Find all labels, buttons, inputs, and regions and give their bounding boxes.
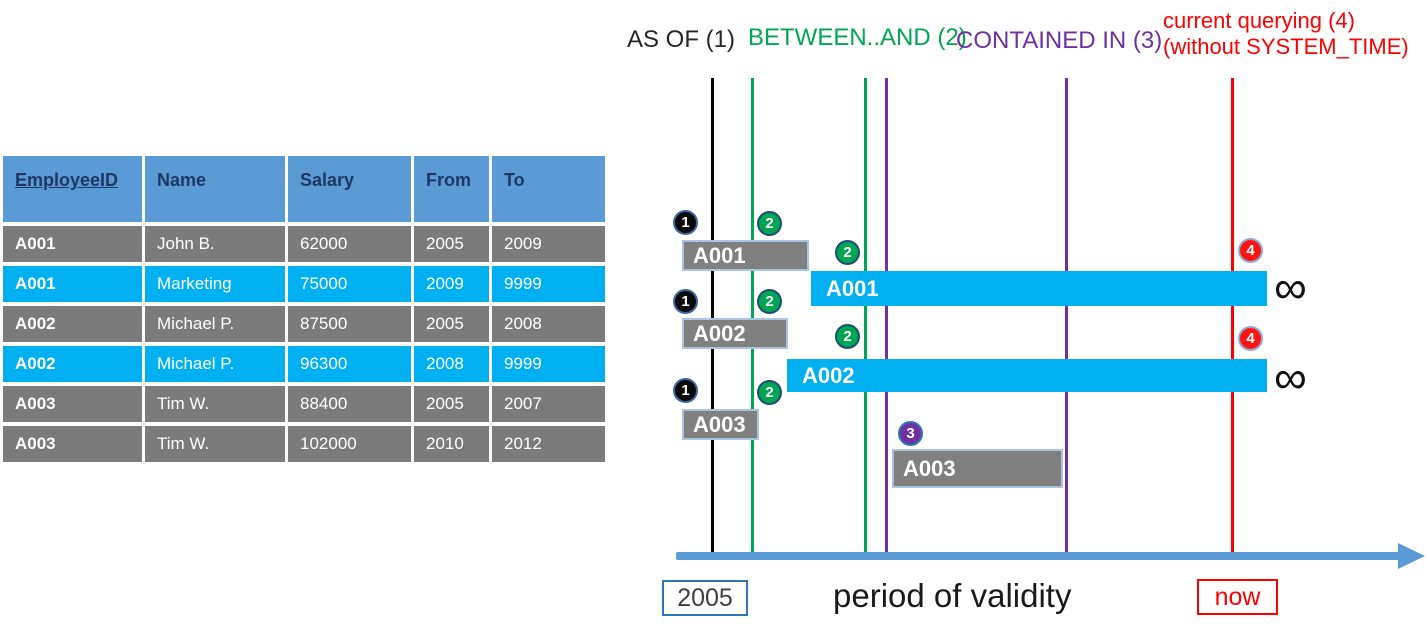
cell-from: 2005 [414, 226, 489, 262]
validity-bar-a001-old: A001 [682, 240, 809, 271]
cell-name: John B. [145, 226, 285, 262]
validity-bar-a002-current: A002 [787, 359, 1267, 392]
legend-current-querying: current querying (4) (without SYSTEM_TIM… [1163, 8, 1409, 60]
marker-4-icon: 4 [1238, 326, 1263, 351]
cell-name: Michael P. [145, 306, 285, 342]
cell-to: 2008 [492, 306, 605, 342]
cell-employeeid: A001 [3, 266, 142, 302]
cell-from: 2005 [414, 306, 489, 342]
cell-salary: 62000 [288, 226, 411, 262]
cell-name: Marketing [145, 266, 285, 302]
cell-employeeid: A002 [3, 346, 142, 382]
cell-name: Tim W. [145, 386, 285, 422]
marker-2-icon: 2 [757, 380, 782, 405]
col-header-salary: Salary [288, 156, 411, 222]
cell-from: 2009 [414, 266, 489, 302]
cell-salary: 96300 [288, 346, 411, 382]
marker-3-icon: 3 [898, 421, 923, 446]
between-end-line [864, 78, 867, 556]
infinity-icon: ∞ [1274, 351, 1307, 403]
time-axis-arrowhead-icon [1398, 543, 1425, 569]
employee-history-table: EmployeeID Name Salary From To A001 John… [3, 156, 605, 462]
legend-between-and: BETWEEN..AND (2) [748, 24, 967, 51]
cell-name: Michael P. [145, 346, 285, 382]
legend-current-querying-line1: current querying (4) [1163, 8, 1355, 33]
marker-4-icon: 4 [1238, 238, 1263, 263]
cell-salary: 102000 [288, 426, 411, 462]
validity-bar-a003-second: A003 [892, 449, 1063, 488]
cell-salary: 75000 [288, 266, 411, 302]
time-axis [676, 552, 1402, 560]
cell-to: 2012 [492, 426, 605, 462]
cell-employeeid: A002 [3, 306, 142, 342]
cell-employeeid: A003 [3, 386, 142, 422]
col-header-name: Name [145, 156, 285, 222]
marker-2-icon: 2 [835, 240, 860, 265]
cell-from: 2010 [414, 426, 489, 462]
infinity-icon: ∞ [1274, 261, 1307, 313]
validity-bar-a001-current: A001 [811, 271, 1267, 306]
as-of-line [711, 78, 714, 556]
col-header-from: From [414, 156, 489, 222]
validity-bar-a003-old: A003 [682, 409, 759, 440]
legend-current-querying-line2: (without SYSTEM_TIME) [1163, 34, 1409, 59]
validity-bar-a002-old: A002 [682, 318, 788, 349]
cell-from: 2008 [414, 346, 489, 382]
contained-end-line [1065, 78, 1068, 556]
cell-to: 2009 [492, 226, 605, 262]
cell-employeeid: A001 [3, 226, 142, 262]
col-header-employeeid: EmployeeID [3, 156, 142, 222]
marker-2-icon: 2 [757, 211, 782, 236]
legend-as-of: AS OF (1) [627, 26, 736, 53]
current-now-line [1231, 78, 1234, 556]
marker-1-icon: 1 [673, 289, 698, 314]
cell-employeeid: A003 [3, 426, 142, 462]
between-start-line [751, 78, 754, 556]
cell-name: Tim W. [145, 426, 285, 462]
legend-contained-in: CONTAINED IN (3) [956, 27, 1163, 54]
cell-to: 2007 [492, 386, 605, 422]
marker-1-icon: 1 [673, 210, 698, 235]
col-header-to: To [492, 156, 605, 222]
axis-start-year-box: 2005 [662, 580, 748, 616]
cell-from: 2005 [414, 386, 489, 422]
cell-to: 9999 [492, 346, 605, 382]
cell-salary: 87500 [288, 306, 411, 342]
marker-2-icon: 2 [835, 324, 860, 349]
marker-1-icon: 1 [673, 378, 698, 403]
contained-start-line [885, 78, 888, 556]
cell-to: 9999 [492, 266, 605, 302]
axis-now-box: now [1197, 579, 1278, 615]
cell-salary: 88400 [288, 386, 411, 422]
axis-title: period of validity [833, 577, 1072, 614]
marker-2-icon: 2 [757, 289, 782, 314]
